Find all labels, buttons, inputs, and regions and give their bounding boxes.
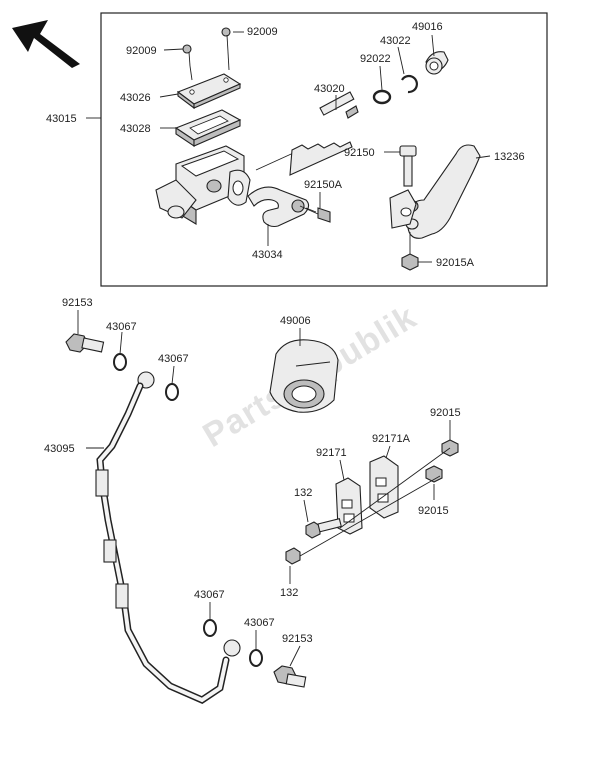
label-92150: 92150 (344, 147, 375, 159)
label-13236: 13236 (494, 151, 525, 163)
label-92150A: 92150A (304, 179, 343, 191)
banjo-bolt-upper (65, 333, 105, 353)
label-92015-upper: 92015 (430, 407, 461, 419)
crush-washer-2 (165, 383, 179, 401)
leader-lines (77, 31, 491, 667)
label-132-upper: 132 (294, 487, 312, 499)
clamp-bolt (299, 205, 331, 223)
bolt-lower-132 (285, 547, 301, 565)
label-43095: 43095 (44, 443, 75, 455)
pivot-bolt (399, 145, 417, 187)
nut-lower (425, 465, 443, 483)
cover-screw-right (221, 27, 231, 53)
master-cylinder-group-frame (100, 12, 548, 287)
diaphragm-plate (174, 109, 242, 148)
label-92153-lower: 92153 (282, 633, 313, 645)
label-43067-1: 43067 (106, 321, 137, 333)
label-43067-4: 43067 (244, 617, 275, 629)
label-43026: 43026 (120, 92, 151, 104)
crush-washer-3 (203, 619, 217, 637)
label-92171: 92171 (316, 447, 347, 459)
brake-lever (389, 144, 481, 239)
piston-assembly (255, 91, 359, 176)
label-49016: 49016 (412, 21, 443, 33)
reservoir-cap (176, 73, 242, 110)
label-92015-lower: 92015 (418, 505, 449, 517)
cover-screw-left (182, 44, 192, 67)
label-43067-3: 43067 (194, 589, 225, 601)
dust-boot (425, 51, 449, 75)
front-direction-arrow-icon (12, 20, 80, 68)
label-132-lower: 132 (280, 587, 298, 599)
label-43028: 43028 (120, 123, 151, 135)
label-43034: 43034 (252, 249, 283, 261)
pushrod-washer (372, 89, 392, 105)
bolt-upper-132 (305, 518, 342, 539)
crush-washer-4 (249, 649, 263, 667)
label-92153-upper: 92153 (62, 297, 93, 309)
label-49006: 49006 (280, 315, 311, 327)
brake-hose (95, 371, 241, 704)
label-92171A: 92171A (372, 433, 411, 445)
label-92022: 92022 (360, 53, 391, 65)
label-43067-2: 43067 (158, 353, 189, 365)
banjo-bolt-lower (273, 665, 307, 688)
label-92009-left: 92009 (126, 45, 157, 57)
label-92015A: 92015A (436, 257, 475, 269)
label-43020: 43020 (314, 83, 345, 95)
master-cylinder-body (155, 145, 251, 225)
circlip (401, 74, 418, 94)
grip-cover (269, 339, 339, 413)
clamp-holder (247, 186, 310, 228)
label-43015: 43015 (46, 113, 77, 125)
pivot-nut (401, 253, 419, 271)
label-43022: 43022 (380, 35, 411, 47)
label-92009-right: 92009 (247, 26, 278, 38)
bracket-right (369, 455, 399, 519)
crush-washer-1 (113, 353, 127, 371)
